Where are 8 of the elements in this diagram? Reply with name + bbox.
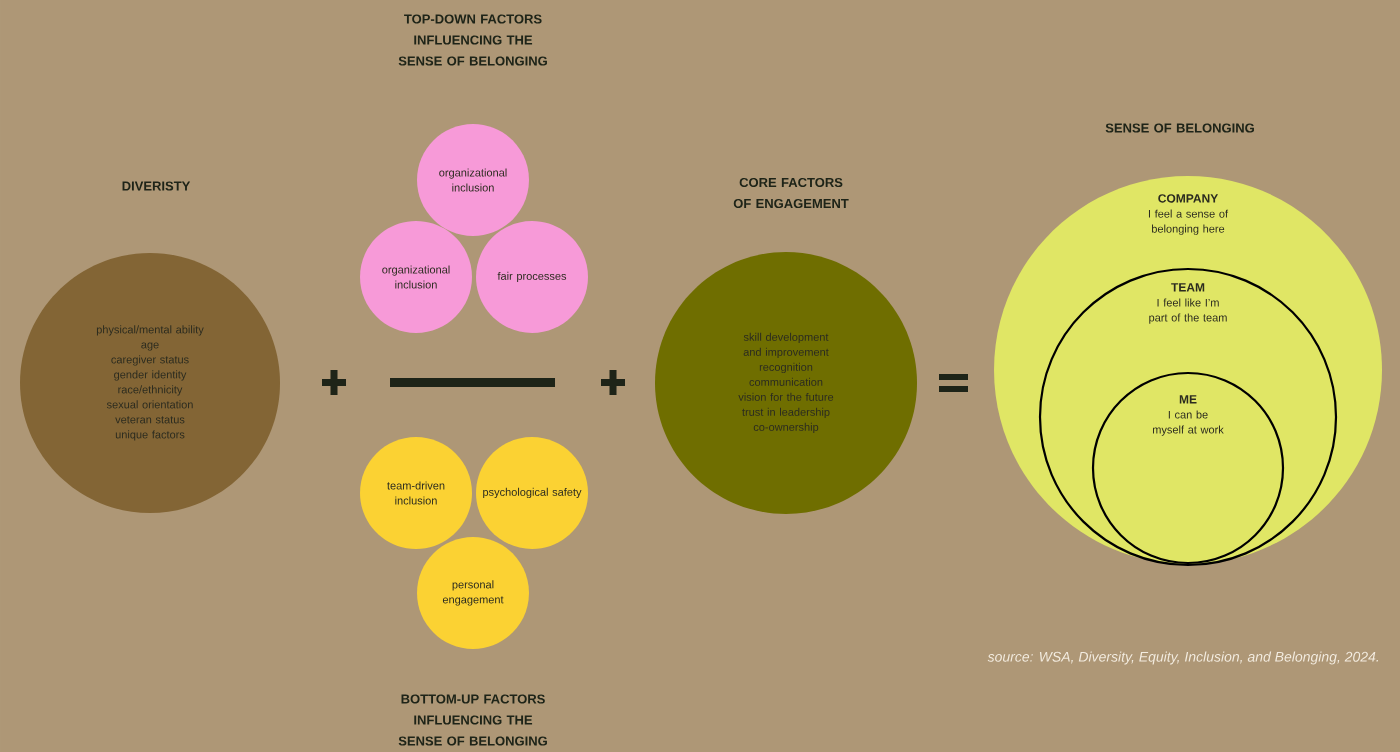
heading: DIVERISTY (122, 181, 191, 191)
node-label: personal engagement (442, 580, 504, 606)
heading: BOTTOM-UP FACTORS INFLUENCING THE SENSE OF BELONGING (398, 694, 547, 746)
heading: CORE FACTORS OF ENGAGEMENT (733, 177, 849, 209)
heading: SENSE OF BELONGING (1105, 123, 1254, 133)
node-label: organizational inclusion (439, 168, 507, 192)
heading: TOP-DOWN FACTORS INFLUENCING THE SENSE OF BELONGING (398, 14, 547, 66)
source-note: source: WSA, Diversity, Equity, Inclusion, and Belonging, 2024. (987, 651, 1379, 665)
